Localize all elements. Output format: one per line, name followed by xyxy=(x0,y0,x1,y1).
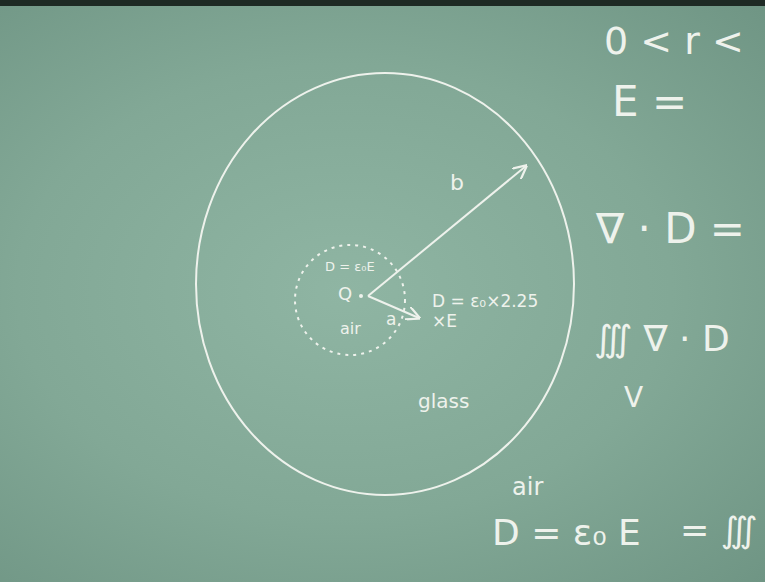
glass-region: D = ε₀×2.25 ×E glass D = ε₀E Qair xyxy=(195,72,575,496)
formula: D = ε₀×2.25 ×E xyxy=(432,292,550,331)
radius-label: b xyxy=(450,170,464,195)
equation: 0 < r < xyxy=(604,20,744,64)
equation: = ∭ xyxy=(680,510,757,550)
charge-label: Q xyxy=(338,284,352,305)
radius-label: a xyxy=(386,310,396,330)
equation: D = ε₀ E xyxy=(492,512,641,553)
charge-dot xyxy=(359,294,363,298)
material-label: air xyxy=(340,320,361,338)
equation: E = xyxy=(612,78,687,126)
integral-limit: V xyxy=(624,382,643,414)
equation: ∭ ∇ · D xyxy=(594,318,730,359)
region-outline xyxy=(195,72,575,496)
region-label: air xyxy=(512,474,543,502)
material-label: glass xyxy=(418,390,469,413)
formula: D = ε₀E xyxy=(325,260,375,275)
equation: ∇ · D = xyxy=(596,205,745,253)
board-frame xyxy=(0,0,765,6)
radius-b-arrow xyxy=(368,166,526,296)
air-region: D = ε₀E Qair xyxy=(294,244,406,356)
